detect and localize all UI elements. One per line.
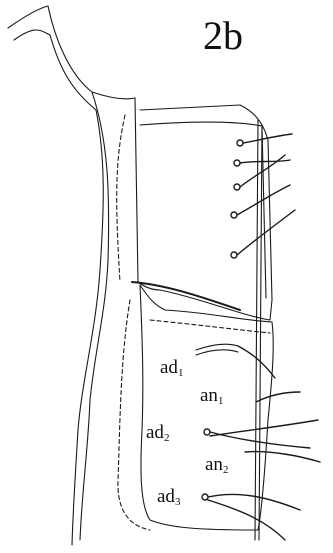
upper-segment-outline <box>92 92 272 320</box>
seta-an2 <box>245 452 320 462</box>
label-an1: an1 <box>200 386 223 407</box>
inner-fold <box>196 344 238 355</box>
socket-3 <box>234 184 240 190</box>
label-an2: an2 <box>205 455 228 476</box>
lower-segment-dashed-2 <box>150 320 270 333</box>
outer-contour <box>8 6 109 540</box>
inner-contour <box>14 30 103 545</box>
seta-5 <box>237 210 295 255</box>
seta-ad2-b <box>210 420 318 436</box>
upper-segment-dashed <box>117 115 125 282</box>
label-ad3: ad3 <box>157 487 180 508</box>
vertical-line-1 <box>255 120 258 540</box>
socket-ad2 <box>204 429 210 435</box>
socket-2 <box>234 160 240 166</box>
label-ad2: ad2 <box>146 423 169 444</box>
socket-4 <box>231 212 237 218</box>
lower-segment-dashed <box>118 300 150 530</box>
socket-ad3 <box>202 494 208 500</box>
seta-ad3-b <box>208 500 285 540</box>
socket-5 <box>231 252 237 258</box>
label-ad1: ad1 <box>160 358 183 379</box>
seta-2 <box>240 160 290 163</box>
figure-label: 2b <box>203 12 243 59</box>
seta-ad3 <box>208 494 300 510</box>
upper-segment-inner <box>140 122 266 298</box>
seta-an1 <box>256 392 300 402</box>
socket-1 <box>237 140 243 146</box>
